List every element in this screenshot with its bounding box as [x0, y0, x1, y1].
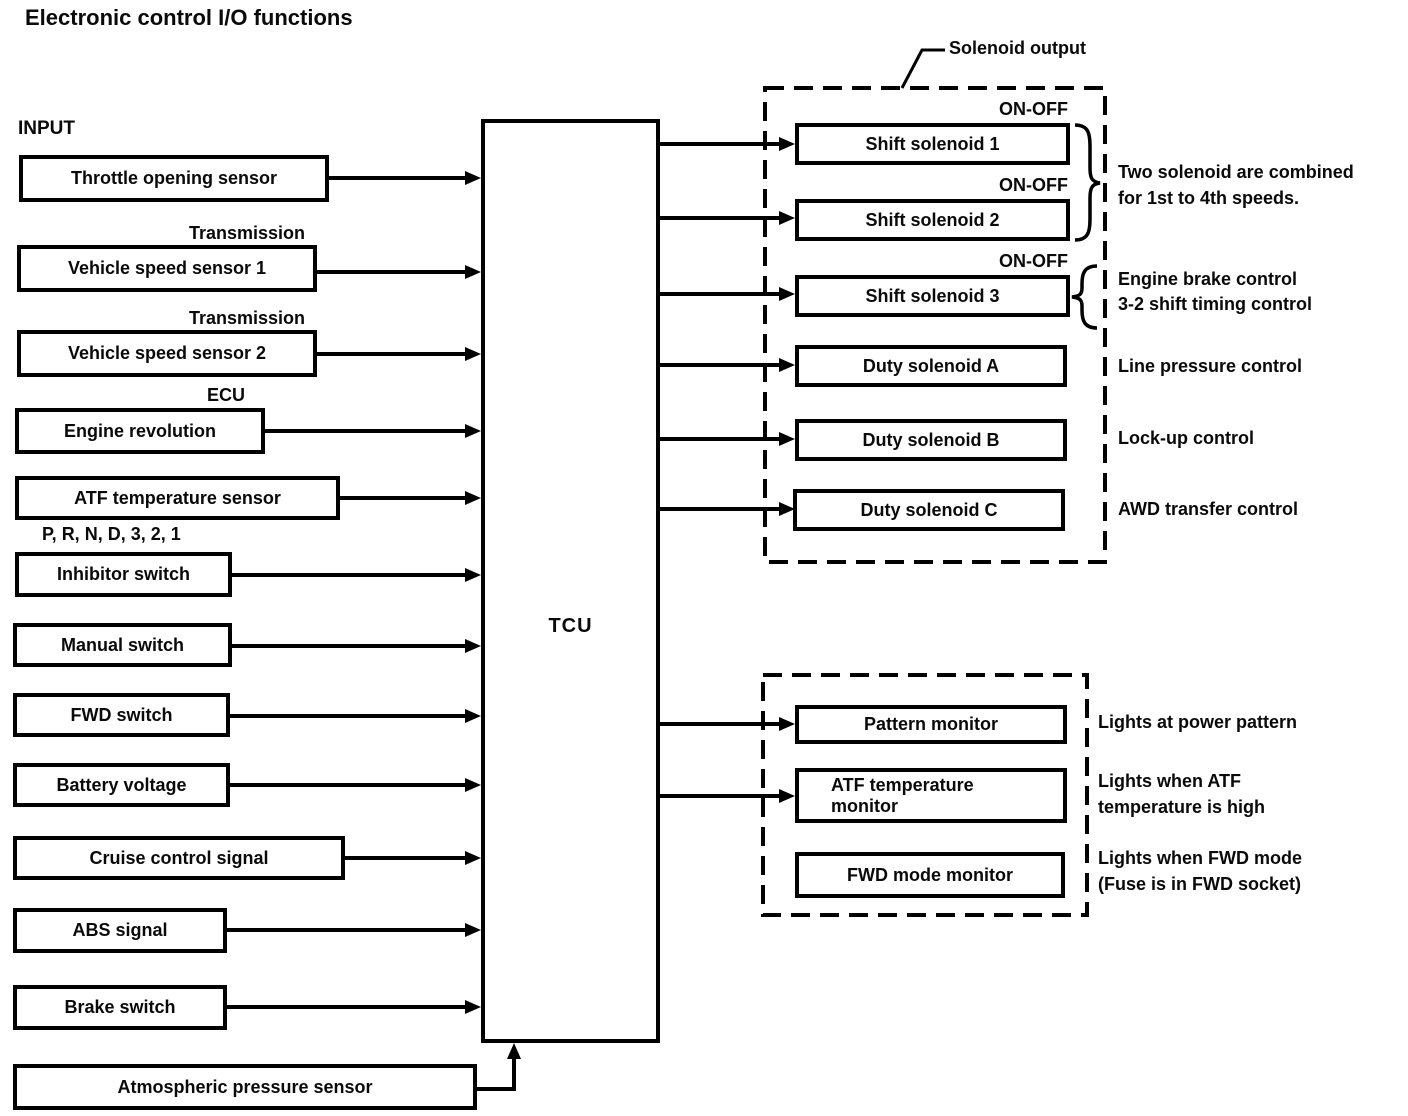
output-box-shift-solenoid-3: Shift solenoid 3: [795, 275, 1070, 317]
input-box-label: Throttle opening sensor: [70, 168, 277, 189]
input-box-label: Brake switch: [64, 997, 176, 1018]
input-box-inhibitor-switch: Inhibitor switch: [15, 552, 232, 597]
note-combined-line-1: Two solenoid are combined: [1118, 162, 1354, 182]
note-line-pressure-control: Line pressure control: [1118, 356, 1303, 376]
output-box-duty-solenoid-a: Duty solenoid A: [795, 345, 1067, 387]
output-box-label: Duty solenoid C: [860, 499, 998, 520]
source-label-transmission-2: Transmission: [189, 308, 306, 328]
input-box-label: ATF temperature sensor: [74, 487, 281, 508]
brace-shift-solenoid-3: [1071, 264, 1098, 330]
output-box-label: Shift solenoid 3: [865, 285, 1000, 306]
input-box-label: Vehicle speed sensor 1: [67, 258, 267, 279]
input-box-engine-revolution: Engine revolution: [15, 408, 265, 454]
input-box-abs-signal: ABS signal: [13, 908, 227, 953]
solenoid-output-leader-line: [900, 48, 945, 89]
input-box-atf-temperature-sensor: ATF temperature sensor: [15, 476, 340, 520]
input-box-label: ABS signal: [72, 920, 168, 941]
input-box-brake-switch: Brake switch: [13, 985, 227, 1030]
solenoid-output-heading: Solenoid output: [949, 38, 1086, 58]
page-title: Electronic control I/O functions: [25, 5, 353, 30]
note-lock-up-control: Lock-up control: [1118, 428, 1254, 448]
output-box-label: Duty solenoid B: [862, 429, 1000, 450]
input-arrowheads: [465, 171, 521, 1059]
on-off-label-1: ON-OFF: [999, 99, 1068, 119]
source-label-transmission-1: Transmission: [189, 223, 306, 243]
output-box-label: ATF temperature monitor: [831, 775, 974, 816]
atf-monitor-label-line-1: ATF temperature: [831, 774, 974, 795]
output-box-shift-solenoid-2: Shift solenoid 2: [795, 199, 1070, 241]
source-label-ecu: ECU: [207, 385, 246, 405]
input-box-label: Vehicle speed sensor 2: [67, 343, 267, 364]
input-box-label: Engine revolution: [63, 420, 216, 441]
output-box-label: Pattern monitor: [863, 714, 998, 735]
input-section-heading: INPUT: [18, 118, 75, 139]
output-box-fwd-mode-monitor: FWD mode monitor: [795, 852, 1065, 898]
input-box-label: Inhibitor switch: [57, 564, 190, 585]
output-arrowheads: [779, 137, 795, 803]
input-box-label: Battery voltage: [56, 774, 187, 795]
note-awd-transfer-control: AWD transfer control: [1118, 499, 1299, 519]
input-arrows: [227, 176, 516, 1091]
output-box-shift-solenoid-1: Shift solenoid 1: [795, 123, 1070, 165]
input-box-label: FWD switch: [70, 704, 173, 725]
input-box-throttle-opening-sensor: Throttle opening sensor: [19, 155, 329, 202]
note-pattern-monitor: Lights at power pattern: [1098, 712, 1298, 732]
monitor-output-dashed-box: [761, 673, 1089, 917]
source-label-prnd321: P, R, N, D, 3, 2, 1: [42, 524, 181, 544]
output-arrows: [660, 142, 783, 798]
on-off-label-2: ON-OFF: [999, 175, 1068, 195]
note-engine-brake-line-1: Engine brake control: [1118, 269, 1298, 289]
note-atf-monitor-line-2: temperature is high: [1098, 797, 1266, 817]
output-box-duty-solenoid-c: Duty solenoid C: [793, 489, 1065, 531]
output-box-pattern-monitor: Pattern monitor: [795, 705, 1067, 744]
output-box-label: Shift solenoid 1: [865, 133, 1000, 154]
output-box-label: Duty solenoid A: [862, 355, 1000, 376]
note-combined-line-2: for 1st to 4th speeds.: [1118, 188, 1300, 208]
input-box-label: Cruise control signal: [89, 847, 269, 868]
input-box-cruise-control-signal: Cruise control signal: [13, 836, 345, 880]
output-box-atf-temperature-monitor: ATF temperature monitor: [795, 768, 1067, 823]
input-box-vehicle-speed-sensor-1: Vehicle speed sensor 1: [17, 245, 317, 292]
atf-monitor-label-line-2: monitor: [831, 795, 898, 816]
input-box-fwd-switch: FWD switch: [13, 693, 230, 737]
on-off-label-3: ON-OFF: [999, 251, 1068, 271]
tcu-box: TCU: [481, 119, 660, 1043]
note-engine-brake-line-2: 3-2 shift timing control: [1118, 294, 1313, 314]
brace-shift-solenoid-1-2: [1074, 123, 1101, 242]
note-fwd-monitor-line-1: Lights when FWD mode: [1098, 848, 1302, 868]
output-box-label: FWD mode monitor: [847, 864, 1013, 885]
output-box-label: Shift solenoid 2: [865, 209, 1000, 230]
tcu-label: TCU: [548, 615, 593, 637]
input-box-manual-switch: Manual switch: [13, 623, 232, 667]
input-box-label: Manual switch: [60, 634, 185, 655]
input-box-battery-voltage: Battery voltage: [13, 763, 230, 807]
input-box-label: Atmospheric pressure sensor: [117, 1076, 373, 1097]
output-box-duty-solenoid-b: Duty solenoid B: [795, 419, 1067, 461]
input-box-vehicle-speed-sensor-2: Vehicle speed sensor 2: [17, 330, 317, 377]
input-box-atmospheric-pressure-sensor: Atmospheric pressure sensor: [13, 1064, 477, 1110]
note-atf-monitor-line-1: Lights when ATF: [1098, 771, 1241, 791]
note-fwd-monitor-line-2: (Fuse is in FWD socket): [1098, 874, 1302, 894]
